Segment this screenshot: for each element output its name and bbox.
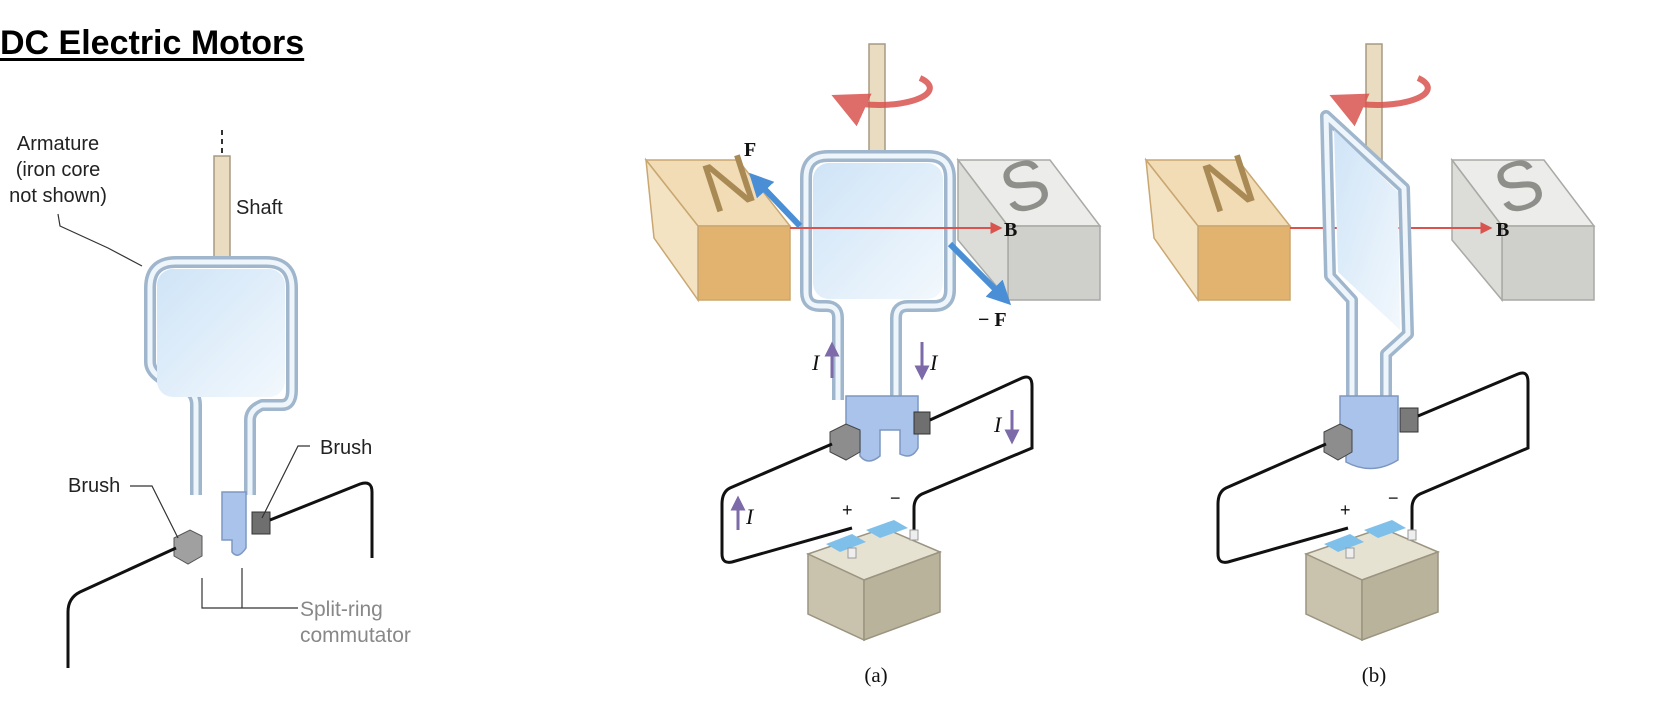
left-brush: [173, 529, 203, 565]
plus-label-a: +: [842, 500, 853, 520]
armature-label-2: (iron core: [16, 159, 100, 181]
minus-label-b: −: [1388, 488, 1399, 508]
right-wire: [269, 481, 374, 558]
commutator-label-2: commutator: [300, 624, 411, 647]
battery-a: [805, 520, 943, 642]
panel-b: N S B: [1144, 43, 1596, 687]
force-label: F: [744, 139, 756, 161]
minus-label-a: −: [890, 488, 901, 508]
split-ring-commutator: [221, 491, 247, 556]
panel-a: N S B F − F I: [644, 43, 1102, 687]
field-label-a: B: [1004, 219, 1017, 241]
left-wire: [66, 546, 177, 668]
south-magnet-b: S: [1450, 142, 1596, 303]
armature-label-1: Armature: [17, 133, 99, 155]
right-brush: [251, 511, 271, 535]
left-brush-leader: [130, 485, 179, 539]
caption-b: (b): [1362, 663, 1387, 687]
right-brush-leader: [261, 445, 310, 519]
battery-b: [1303, 520, 1441, 642]
circuit-wire-b-right: [1410, 371, 1530, 548]
shaft-a: [868, 43, 886, 155]
left-motor-diagram: Armature (iron core not shown) Shaft Bru…: [9, 130, 411, 668]
north-magnet-b: N: [1144, 138, 1292, 303]
coil-b: [1320, 110, 1414, 410]
brush-b-left: [1323, 423, 1353, 461]
left-brush-label: Brush: [68, 475, 120, 497]
neg-force-arrow: [947, 241, 1012, 306]
circuit-wire-a-right: [912, 375, 1034, 548]
caption-a: (a): [864, 663, 887, 687]
brush-a-right: [913, 411, 931, 435]
rotation-arrow-a: [831, 75, 933, 127]
brush-a-left: [829, 423, 861, 461]
circuit-wire-a-left: [720, 442, 853, 564]
shaft: [213, 155, 231, 261]
commutator-leader: [201, 568, 298, 609]
armature-leader: [57, 213, 143, 267]
north-magnet: N: [644, 138, 792, 303]
right-brush-label: Brush: [320, 437, 372, 459]
shaft-label: Shaft: [236, 197, 283, 219]
current-label-down: I: [929, 350, 939, 375]
south-magnet: S: [956, 142, 1102, 303]
current-label-circuit-right: I: [993, 412, 1003, 437]
coil-a: [800, 150, 956, 400]
brush-b-right: [1399, 407, 1419, 433]
neg-force-label: − F: [978, 309, 1007, 331]
field-label-b: B: [1496, 219, 1509, 241]
rotation-arrow-b: [1329, 75, 1431, 127]
page-title: DC Electric Motors: [0, 24, 305, 62]
current-label-up: I: [811, 350, 821, 375]
circuit-wire-b-left: [1216, 442, 1349, 564]
commutator-label-1: Split-ring: [300, 598, 383, 621]
plus-label-b: +: [1340, 500, 1351, 520]
armature-coil: [144, 256, 298, 495]
current-label-circuit-left: I: [745, 504, 755, 529]
force-arrow: [749, 172, 803, 229]
commutator-a: [845, 395, 919, 462]
armature-label-3: not shown): [9, 185, 107, 207]
